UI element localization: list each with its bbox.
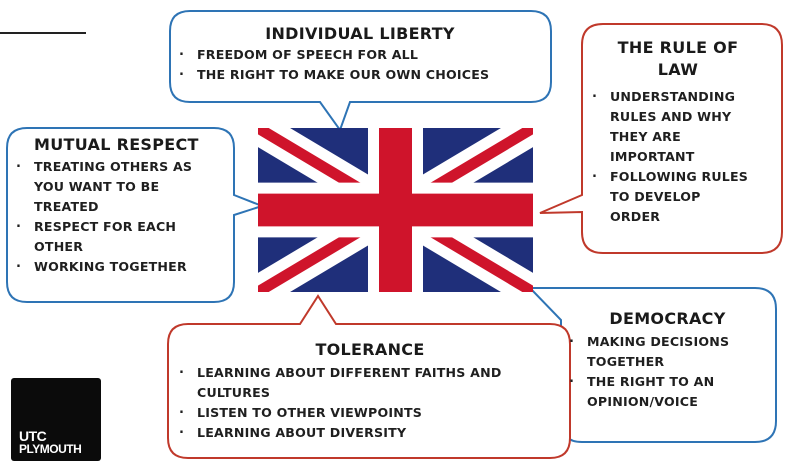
rule-of-law-list: UNDERSTANDING RULES AND WHY THEY ARE IMP… (588, 84, 768, 227)
tolerance-list: LEARNING ABOUT DIFFERENT FAITHS AND CULT… (175, 360, 565, 443)
list-item: UNDERSTANDING RULES AND WHY THEY ARE IMP… (588, 84, 745, 167)
mutual-respect-box: MUTUAL RESPECT TREATING OTHERS AS YOU WA… (12, 135, 227, 277)
democracy-box: DEMOCRACY MAKING DECISIONS TOGETHER THE … (565, 309, 770, 412)
tolerance-box: TOLERANCE LEARNING ABOUT DIFFERENT FAITH… (175, 340, 565, 443)
list-item: FOLLOWING RULES TO DEVELOP ORDER (588, 164, 755, 227)
list-item: THE RIGHT TO AN OPINION/VOICE (565, 369, 747, 412)
democracy-list: MAKING DECISIONS TOGETHER THE RIGHT TO A… (565, 329, 770, 412)
rule-of-law-title-line1: THE RULE OF (617, 38, 739, 57)
list-item: LEARNING ABOUT DIFFERENT FAITHS AND CULT… (175, 360, 542, 403)
list-item: LEARNING ABOUT DIVERSITY (175, 420, 565, 443)
individual-liberty-title: INDIVIDUAL LIBERTY (265, 24, 455, 43)
list-item: THE RIGHT TO MAKE OUR OWN CHOICES (175, 62, 545, 85)
list-item: WORKING TOGETHER (12, 254, 227, 277)
rule-of-law-box: THE RULE OF LAW UNDERSTANDING RULES AND … (588, 37, 768, 227)
list-item: MAKING DECISIONS TOGETHER (565, 329, 757, 372)
list-item: FREEDOM OF SPEECH FOR ALL (175, 42, 545, 65)
rule-of-law-title-line2: LAW (657, 60, 699, 79)
union-jack-flag (258, 128, 533, 292)
democracy-title: DEMOCRACY (609, 309, 726, 328)
logo-line1: UTC (19, 428, 47, 444)
top-left-divider-line (0, 32, 86, 34)
individual-liberty-list: FREEDOM OF SPEECH FOR ALL THE RIGHT TO M… (175, 42, 545, 85)
logo-line2: PLYMOUTH (19, 442, 82, 456)
individual-liberty-box: INDIVIDUAL LIBERTY FREEDOM OF SPEECH FOR… (175, 24, 545, 85)
rule-of-law-title: THE RULE OF LAW (588, 37, 768, 81)
list-item: LISTEN TO OTHER VIEWPOINTS (175, 400, 565, 423)
list-item: RESPECT FOR EACH OTHER (12, 214, 204, 257)
list-item: TREATING OTHERS AS YOU WANT TO BE TREATE… (12, 154, 204, 217)
mutual-respect-list: TREATING OTHERS AS YOU WANT TO BE TREATE… (12, 154, 227, 277)
tolerance-title: TOLERANCE (315, 340, 425, 359)
mutual-respect-title: MUTUAL RESPECT (34, 135, 199, 154)
utc-plymouth-logo: UTC PLYMOUTH (11, 378, 101, 461)
